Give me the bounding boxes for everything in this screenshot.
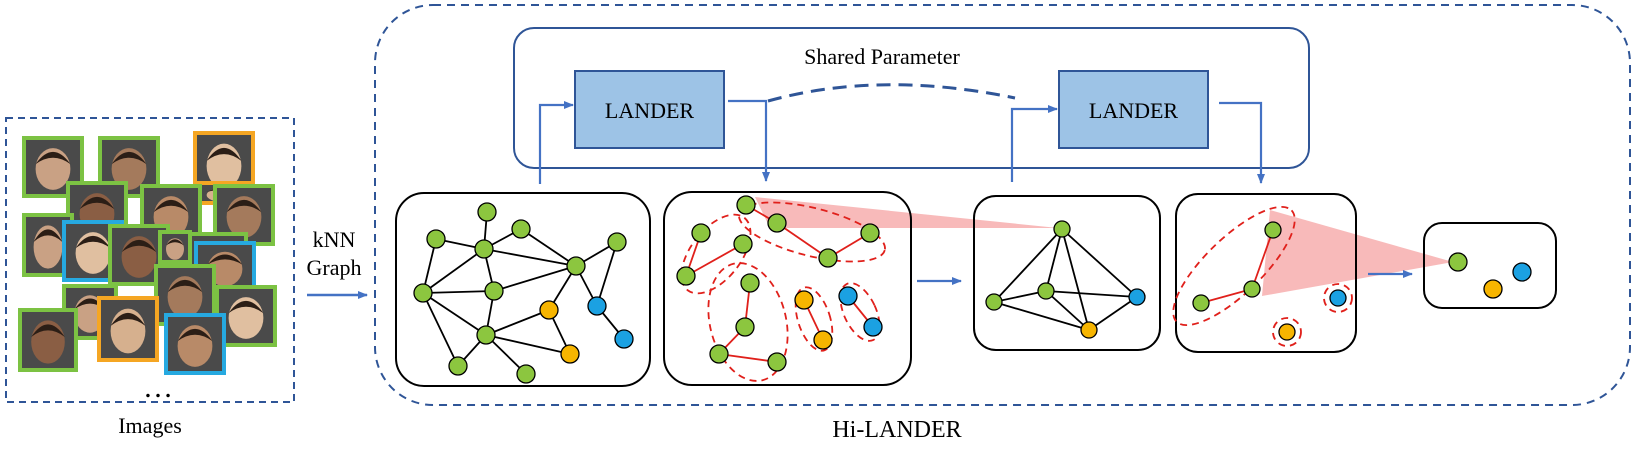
graph-node <box>736 195 756 215</box>
graph-node <box>1128 288 1146 306</box>
lander-box-2 <box>1058 70 1209 149</box>
knn-label-line1: kNN <box>313 227 356 252</box>
face-thumbnail <box>215 285 277 347</box>
lander-block-1: LANDER <box>574 70 725 149</box>
graph-node <box>1264 221 1282 239</box>
arrow-lander1-to-clusters1 <box>728 99 770 182</box>
graph-node <box>813 330 833 350</box>
face-thumbnail <box>164 313 226 375</box>
graph-node <box>767 352 787 372</box>
graph-node <box>476 325 496 345</box>
graph-node <box>740 273 760 293</box>
graph-node <box>1448 252 1468 272</box>
graph-node <box>860 223 880 243</box>
graph-node <box>426 229 446 249</box>
arrow-graph2-to-lander2 <box>1010 105 1058 182</box>
panel-4-frame <box>1175 193 1357 353</box>
face-collage <box>18 131 277 375</box>
graph-node <box>818 248 838 268</box>
panel-knn-graph-2 <box>973 195 1161 351</box>
graph-node <box>733 234 753 254</box>
graph-node <box>448 356 468 376</box>
graph-node <box>560 344 580 364</box>
graph-node <box>735 317 755 337</box>
shared-parameter-box <box>513 27 1310 169</box>
panel-final <box>1423 222 1557 309</box>
graph-node <box>794 290 814 310</box>
graph-node <box>1053 220 1071 238</box>
graph-node <box>516 364 536 384</box>
graph-node <box>676 266 696 286</box>
panel-3-edges <box>993 228 1138 331</box>
images-label: Images <box>118 413 182 438</box>
graph-node <box>691 223 711 243</box>
graph-node <box>413 283 433 303</box>
graph-node <box>1278 323 1296 341</box>
graph-node <box>709 344 729 364</box>
panel-1-frame <box>395 192 651 387</box>
face-thumbnail <box>97 296 159 362</box>
panel-1-nodes <box>413 202 634 384</box>
lander-block-2: LANDER <box>1058 70 1209 149</box>
graph-node <box>1243 280 1261 298</box>
hi-lander-label: Hi-LANDER <box>832 417 961 443</box>
arrow-graph1-to-lander1 <box>538 101 574 184</box>
graph-node <box>1512 262 1532 282</box>
graph-node <box>838 286 858 306</box>
images-panel: … Images <box>5 117 295 438</box>
graph-node <box>607 232 627 252</box>
graph-node <box>539 300 559 320</box>
graph-node <box>1037 282 1055 300</box>
panel-5-frame <box>1423 222 1557 309</box>
panel-4-nodes <box>1192 221 1347 341</box>
face-thumbnail <box>18 308 78 372</box>
panel-2-nodes <box>676 195 883 372</box>
panel-5-nodes <box>1448 252 1532 299</box>
ellipsis-text: … <box>143 371 173 404</box>
graph-node <box>985 293 1003 311</box>
shared-parameter-curve <box>767 83 1016 103</box>
panel-clusters-1 <box>663 191 912 386</box>
face-thumbnail <box>22 136 84 198</box>
graph-node <box>511 219 531 239</box>
graph-node <box>1080 321 1098 339</box>
panel-clusters-2 <box>1172 193 1357 353</box>
knn-graph-step: kNN Graph <box>307 227 368 299</box>
graph-node <box>587 296 607 316</box>
graph-node <box>767 213 787 233</box>
panel-3-frame <box>973 195 1161 351</box>
shared-parameter-label: Shared Parameter <box>804 44 960 69</box>
graph-node <box>484 281 504 301</box>
projection-region-1 <box>755 197 1058 228</box>
lander-label-2: LANDER <box>1089 98 1179 123</box>
knn-label-line2: Graph <box>307 255 362 280</box>
graph-node <box>1483 279 1503 299</box>
graph-node <box>566 256 586 276</box>
arrow-lander2-to-clusters2 <box>1219 101 1265 184</box>
face-thumbnail <box>158 230 192 264</box>
graph-node <box>474 239 494 259</box>
graph-node <box>477 202 497 222</box>
projection-region-2 <box>1262 210 1453 296</box>
graph-node <box>614 329 634 349</box>
graph-node <box>1329 289 1347 307</box>
panel-knn-graph <box>395 192 651 387</box>
hi-lander-frame <box>374 4 1631 406</box>
lander-label-1: LANDER <box>605 98 695 123</box>
images-dashed-frame <box>5 117 295 403</box>
graph-node <box>863 317 883 337</box>
lander-box-1 <box>574 70 725 149</box>
panel-3-nodes <box>985 220 1146 339</box>
graph-node <box>1192 294 1210 312</box>
panel-4-edges <box>1200 229 1274 304</box>
panel-2-frame <box>663 191 912 386</box>
